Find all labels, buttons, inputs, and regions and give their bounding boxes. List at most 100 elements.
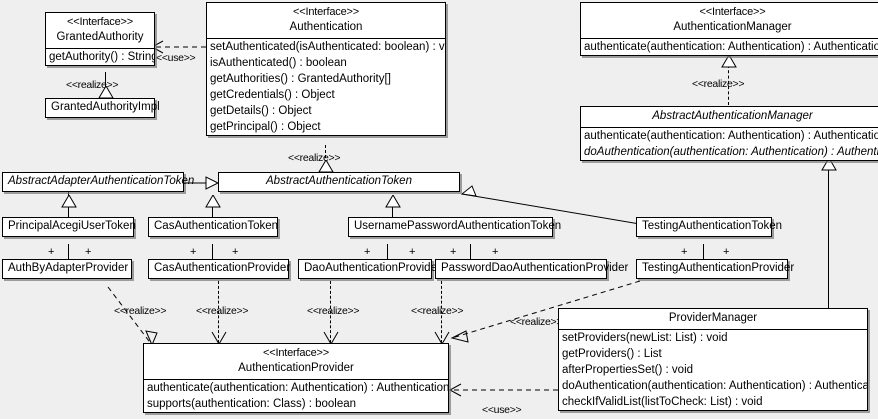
class-name: AbstractAdapterAuthenticationToken [8,175,195,187]
class-name: Authentication [289,21,363,33]
class-box-abstract-authentication-token[interactable]: AbstractAuthenticationToken [218,172,460,192]
class-members: getAuthority() : String [46,49,154,65]
class-member: getAuthority() : String [49,51,154,63]
class-member: doAuthentication(authentication: Authent… [562,380,867,392]
class-name: TestingAuthenticationProvider [642,262,795,274]
class-box-testing-authentication-token[interactable]: TestingAuthenticationToken [636,217,783,237]
class-header: AbstractAuthenticationToken [219,173,459,191]
class-header: <<Interface>> AuthenticationManager [581,3,878,39]
class-name: ProviderManager [668,312,758,324]
edge-testing-assoc [703,244,704,259]
class-members: authenticate(authentication: Authenticat… [144,380,448,412]
class-header: CasAuthenticationToken [149,218,279,236]
class-name: GrantedAuthorityImpl [51,101,160,113]
edge-label-realize-password-dao-provider: <<realize>> [411,305,464,317]
class-stereotype: <<Interface>> [293,6,359,18]
edge-provider-manager-generalization [828,168,829,308]
edge-label-realize-authentication-manager: <<realize>> [692,78,745,90]
class-header: <<Interface>> GrantedAuthority [46,13,154,49]
edge-label-realize-auth-by-adapter: <<realize>> [114,305,167,317]
class-box-authentication[interactable]: <<Interface>> Authentication setAuthenti… [206,2,446,136]
class-name: AbstractAuthenticationToken [266,175,412,187]
class-header: GrantedAuthorityImpl [46,99,160,117]
class-box-username-password-authentication-token[interactable]: UsernamePasswordAuthenticationToken [348,217,562,237]
class-box-abstract-authentication-manager[interactable]: AbstractAuthenticationManager authentica… [580,106,878,161]
edge-label-use-granted-authority: <<use>> [156,52,196,64]
multiplicity-plus: + [364,246,371,258]
class-box-testing-authentication-provider[interactable]: TestingAuthenticationProvider [636,259,795,279]
edge-label-realize-cas-provider: <<realize>> [196,305,249,317]
arrowhead-principal-token-gen [61,194,77,213]
edge-label-use-provider-manager: <<use>> [482,404,522,416]
class-box-cas-authentication-provider[interactable]: CasAuthenticationProvider [148,259,291,279]
multiplicity-plus: + [723,246,730,258]
class-member: setProviders(newList: List) : void [562,332,728,344]
edge-dao-provider-realize [330,281,331,343]
class-member: authenticate(authentication: Authenticat… [584,130,878,142]
class-header: TestingAuthenticationProvider [637,260,795,278]
class-name: CasAuthenticationToken [154,220,279,232]
class-member: doAuthentication(authentication: Authent… [584,146,878,158]
class-box-provider-manager[interactable]: ProviderManager setProviders(newList: Li… [558,308,868,411]
class-name: AbstractAuthenticationManager [652,110,813,122]
class-header: PrincipalAcegiUserToken [3,218,136,236]
class-member: authenticate(authentication: Authenticat… [147,382,448,394]
class-stereotype: <<Interface>> [699,6,766,18]
class-box-authentication-manager[interactable]: <<Interface>> AuthenticationManager auth… [580,2,878,56]
multiplicity-plus: + [492,246,499,258]
multiplicity-plus: + [48,246,55,258]
class-name: PrincipalAcegiUserToken [8,220,136,232]
class-stereotype: <<Interface>> [263,347,329,359]
class-member: getPrincipal() : Object [210,121,321,133]
class-name: UsernamePasswordAuthenticationToken [354,220,562,232]
class-header: AbstractAuthenticationManager [581,107,878,128]
class-name: CasAuthenticationProvider [154,262,291,274]
class-box-abstract-adapter-authentication-token[interactable]: AbstractAdapterAuthenticationToken [2,172,195,192]
class-name: AuthenticationProvider [238,362,354,374]
class-member: supports(authentication: Class) : boolea… [147,398,357,410]
edge-cas-assoc [212,244,213,259]
class-box-dao-authentication-provider[interactable]: DaoAuthenticationProvider [298,259,441,279]
multiplicity-plus: + [232,246,239,258]
multiplicity-plus: + [681,246,688,258]
arrowhead-auth-manager-realize [721,54,737,73]
class-box-granted-authority[interactable]: <<Interface>> GrantedAuthority getAuthor… [45,12,155,66]
class-members: setProviders(newList: List) : void getPr… [559,330,867,410]
class-header: TestingAuthenticationToken [637,218,783,236]
class-header: AbstractAdapterAuthenticationToken [3,173,195,191]
multiplicity-plus: + [190,246,197,258]
edge-auth-manager-realize [728,65,729,105]
class-member: checkIfValidList(listToCheck: List) : vo… [562,396,763,408]
class-members: setAuthenticated(isAuthenticated: boolea… [207,39,445,135]
class-name: AuthenticationManager [673,21,792,33]
edge-dao-assoc [387,244,388,259]
class-name: DaoAuthenticationProvider [304,262,441,274]
edge-passworddao-assoc [470,244,471,259]
class-member: setAuthenticated(isAuthenticated: boolea… [210,41,445,53]
class-member: getDetails() : Object [210,105,312,117]
class-name: PasswordDaoAuthenticationProvider [441,262,629,274]
class-member: afterPropertiesSet() : void [562,364,694,376]
class-name: AuthByAdapterProvider [8,262,129,274]
class-box-granted-authority-impl[interactable]: GrantedAuthorityImpl [45,98,160,118]
class-box-password-dao-authentication-provider[interactable]: PasswordDaoAuthenticationProvider [435,259,629,279]
class-member: getAuthorities() : GrantedAuthority[] [210,73,391,85]
class-stereotype: <<Interface>> [67,16,133,28]
edge-label-realize-testing-provider: <<realize>> [510,316,563,328]
edge-label-realize-dao-provider: <<realize>> [307,305,360,317]
class-members: authenticate(authentication: Authenticat… [581,39,878,55]
class-header: AuthByAdapterProvider [3,260,131,278]
class-name: TestingAuthenticationToken [642,220,783,232]
class-member: getCredentials() : Object [210,89,335,101]
class-member: authenticate(authentication: Authenticat… [584,41,878,53]
class-box-principal-acegi-user-token[interactable]: PrincipalAcegiUserToken [2,217,136,237]
class-box-cas-authentication-token[interactable]: CasAuthenticationToken [148,217,278,237]
class-header: UsernamePasswordAuthenticationToken [349,218,562,236]
arrowhead-provider-manager-gen [821,157,837,176]
class-header: PasswordDaoAuthenticationProvider [436,260,629,278]
class-box-authentication-provider[interactable]: <<Interface>> AuthenticationProvider aut… [143,343,449,413]
class-box-auth-by-adapter-provider[interactable]: AuthByAdapterProvider [2,259,132,279]
edge-label-realize-authentication-token: <<realize>> [288,152,341,164]
edge-label-realize-granted-impl: <<realize>> [66,79,119,91]
edge-principal-auth-assoc [68,244,69,259]
